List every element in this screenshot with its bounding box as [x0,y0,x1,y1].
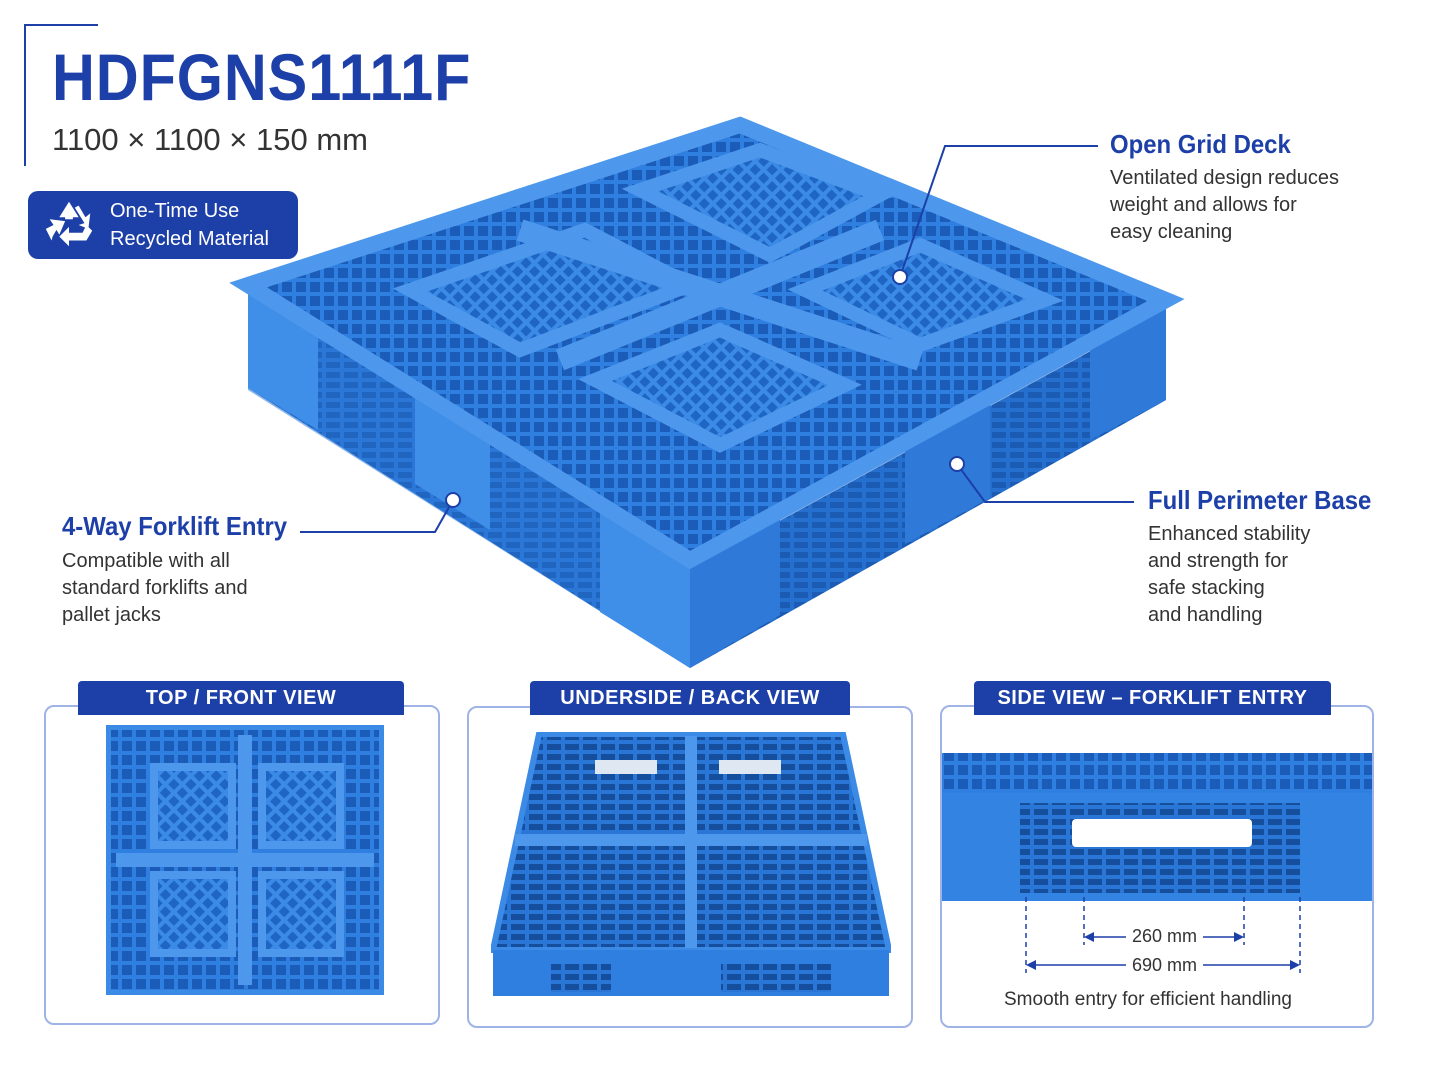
pallet-main-illustration [229,116,1185,668]
callout-dot [445,492,461,508]
recycle-icon [45,201,93,247]
callout-perimeter-base-text: Enhanced stability and strength for safe… [1148,523,1311,626]
callout-grid-deck-text: Ventilated design reduces weight and all… [1110,167,1340,243]
product-dimensions: 1100 × 1100 × 150 mm [52,122,368,157]
tab-underside-view[interactable]: UNDERSIDE / BACK VIEW [530,681,850,715]
panel-side-view: 260 mm 690 mm Smooth entry for efficient… [940,705,1374,1028]
callout-grid-deck-title: Open Grid Deck [1110,129,1291,159]
callout-dot [892,269,908,285]
callout-dot [949,456,965,472]
header-bracket [24,24,98,166]
product-model-title: HDFGNS1111F [52,40,472,114]
callout-leaders [300,145,1134,533]
callout-forklift-entry-title: 4-Way Forklift Entry [62,511,288,541]
side-view-caption: Smooth entry for efficient handling [1004,989,1292,1010]
pallet-block [415,388,490,530]
underside-view-illustration [491,732,891,996]
top-view-illustration [106,725,384,995]
measure-inner-width: 260 mm [1126,927,1204,945]
side-view-illustration [942,753,1372,901]
recycled-badge: One-Time Use Recycled Material [28,191,298,259]
callout-forklift-entry-text: Compatible with all standard forklifts a… [62,550,248,626]
pallet-block [600,510,690,668]
callout-perimeter-base-title: Full Perimeter Base [1148,485,1372,515]
panel-underside-view [467,706,913,1028]
badge-line-1: One-Time Use [110,200,240,222]
measure-outer-width: 690 mm [1126,956,1204,974]
panel-top-view [44,705,440,1025]
badge-line-2: Recycled Material [110,228,269,250]
tab-top-view[interactable]: TOP / FRONT VIEW [78,681,404,715]
tab-side-view[interactable]: SIDE VIEW – FORKLIFT ENTRY [974,681,1331,715]
